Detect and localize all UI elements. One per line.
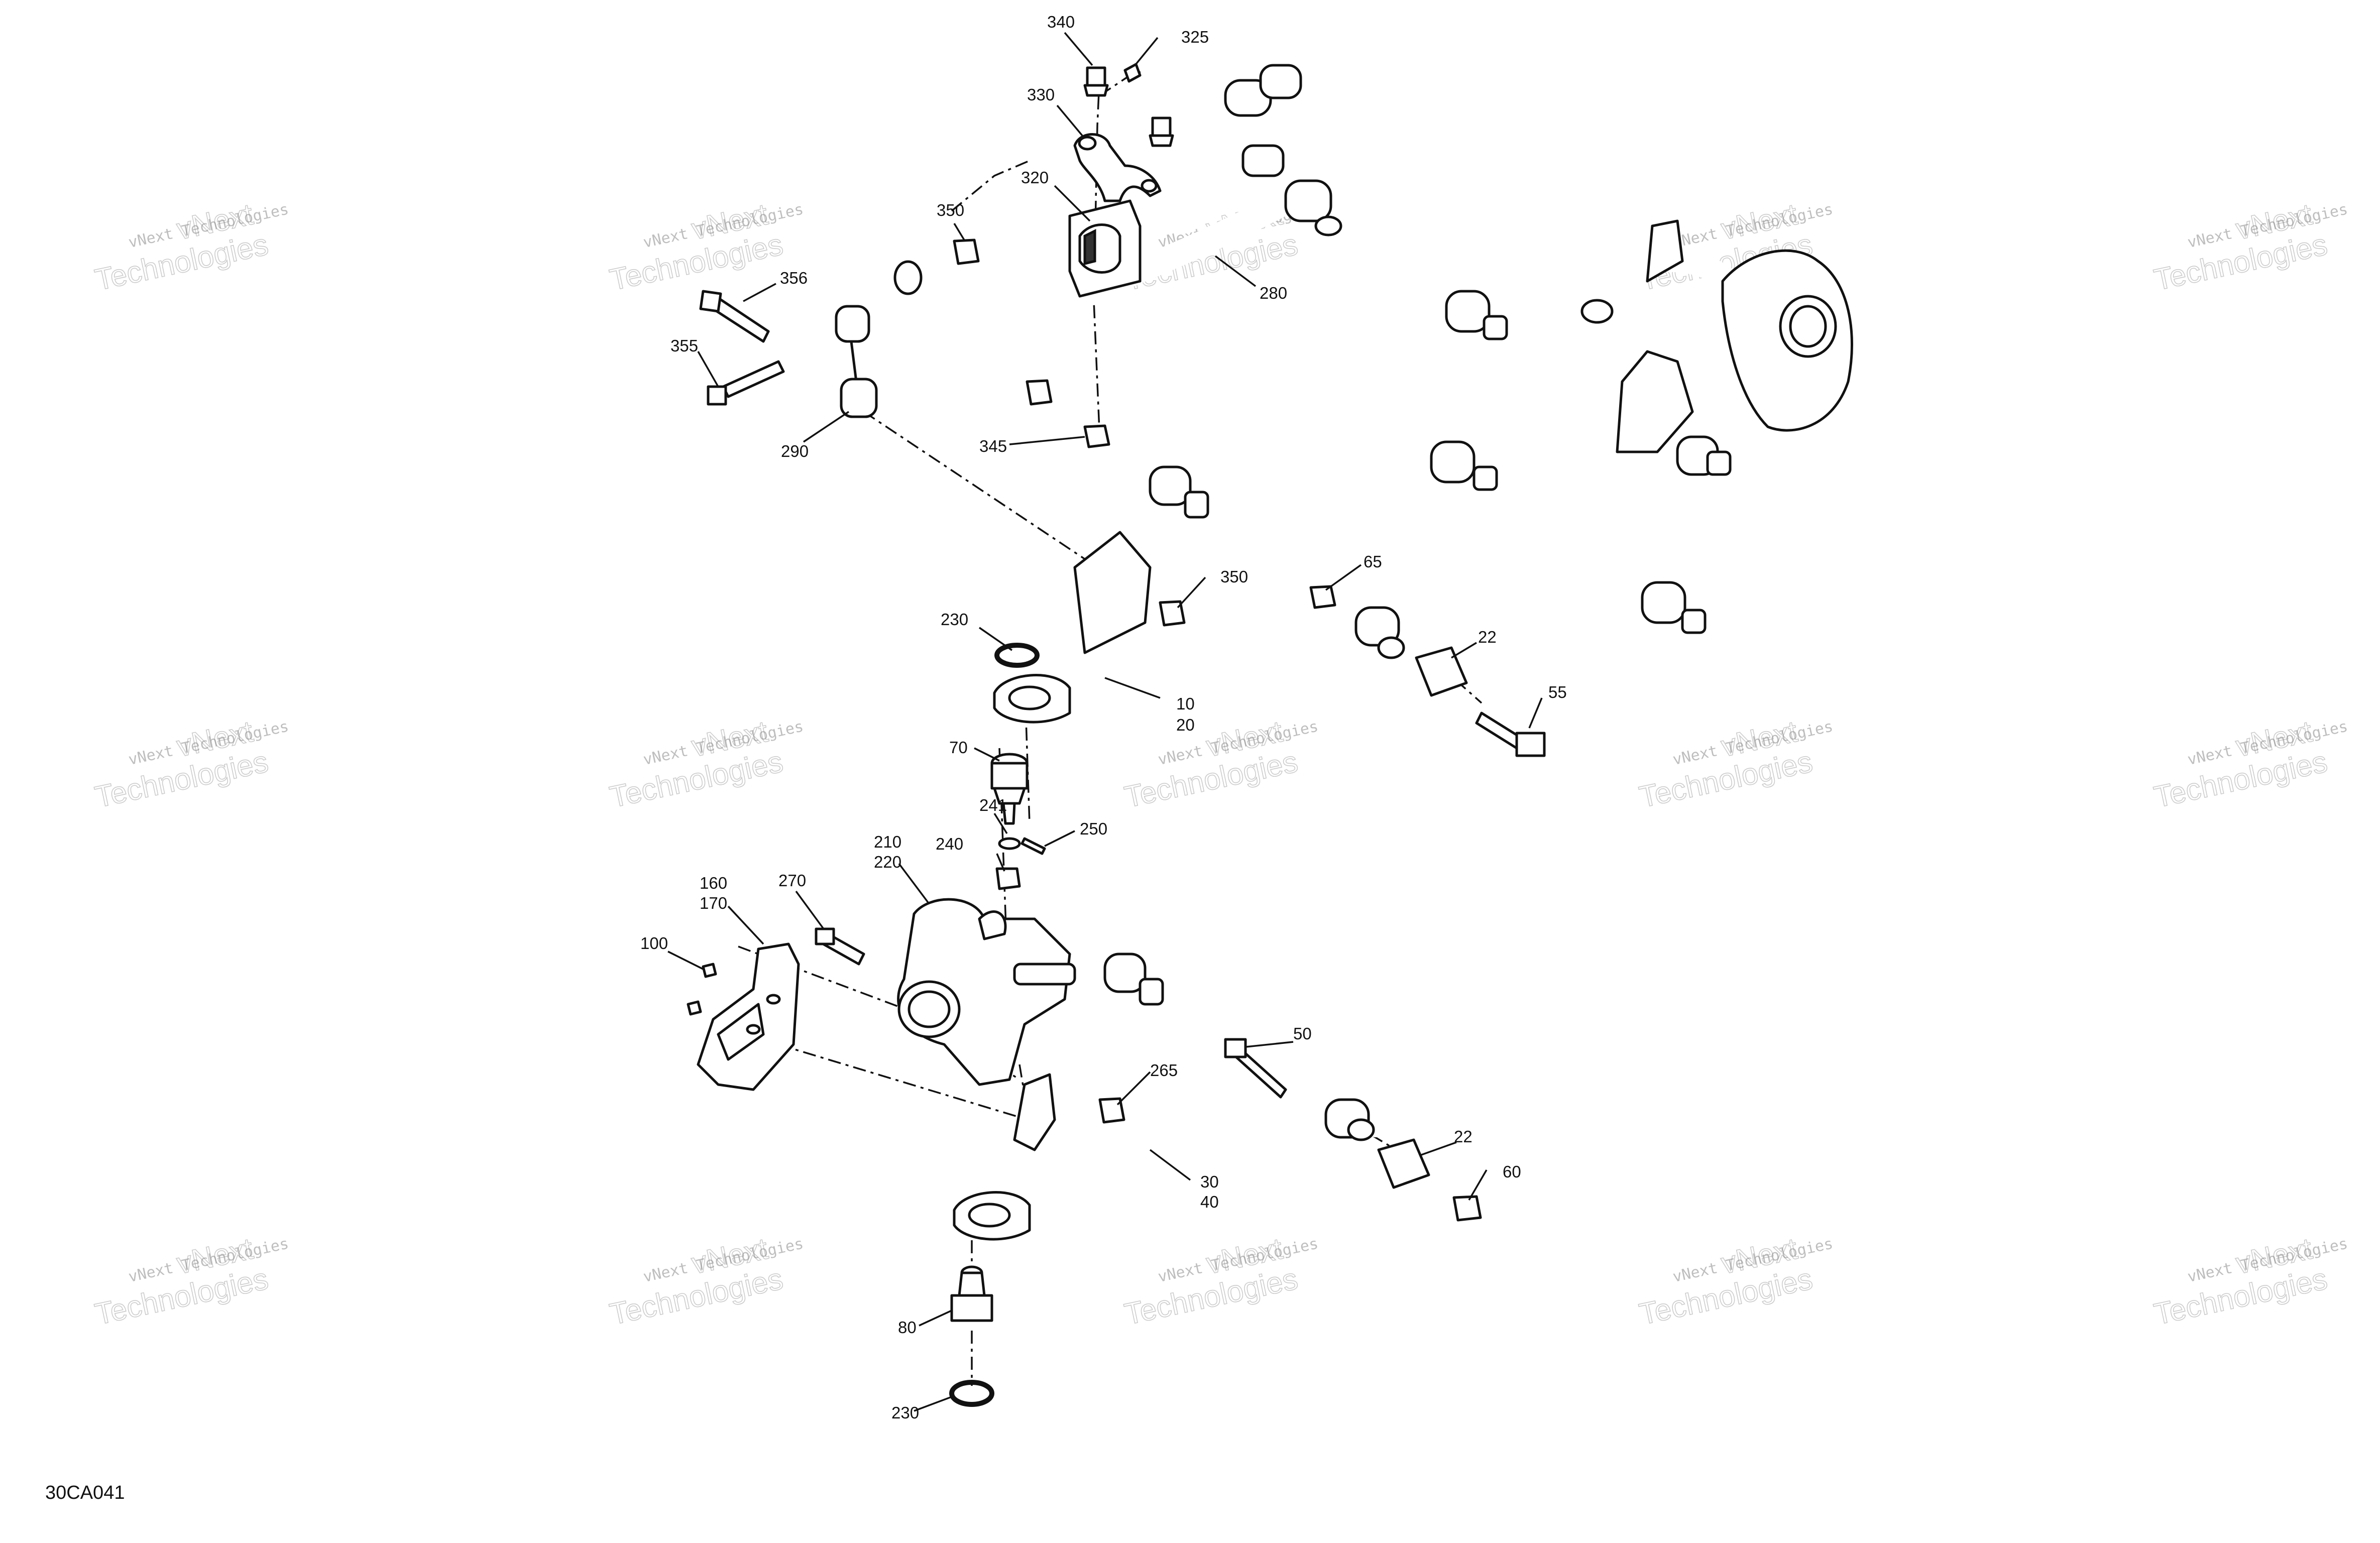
callout-22: 22 xyxy=(1478,628,1497,646)
callout-320: 320 xyxy=(1021,168,1049,187)
callout-10: 10 xyxy=(1176,694,1195,713)
callout-356: 356 xyxy=(780,269,808,287)
callout-labels: 340 325 330 320 350 356 355 290 280 345 … xyxy=(640,13,1567,1422)
upper-a-arm xyxy=(993,465,1405,724)
callout-100: 100 xyxy=(640,934,668,953)
callout-70: 70 xyxy=(949,738,968,757)
bolt-270 xyxy=(815,927,865,966)
nuts-upper-arm xyxy=(1159,585,1336,627)
lower-a-arm xyxy=(953,953,1389,1241)
callout-230b: 230 xyxy=(891,1403,919,1422)
assembled-suspension-view xyxy=(1430,219,1853,634)
bushing-320 xyxy=(1068,199,1142,298)
callout-280: 280 xyxy=(1260,284,1287,302)
callout-170: 170 xyxy=(700,894,727,912)
callout-270: 270 xyxy=(778,871,806,890)
bushing-bolt-upper xyxy=(1415,646,1546,757)
callout-355: 355 xyxy=(670,336,698,355)
diagram-reference-id: 30CA041 xyxy=(45,1482,125,1503)
leader-lines xyxy=(667,32,1543,1412)
callout-220: 220 xyxy=(874,853,901,871)
callout-240: 240 xyxy=(936,835,963,853)
callout-350b: 350 xyxy=(1220,567,1248,586)
callout-40: 40 xyxy=(1200,1193,1219,1211)
steering-knuckle xyxy=(897,898,1076,1086)
dust-deflector xyxy=(687,942,800,1091)
callout-350: 350 xyxy=(937,201,964,219)
callout-325: 325 xyxy=(1181,28,1209,46)
callout-250: 250 xyxy=(1080,819,1107,838)
upper-ball-joint xyxy=(990,753,1046,890)
sway-bar-link xyxy=(699,290,878,418)
callout-241: 241 xyxy=(979,796,1007,814)
callout-330: 330 xyxy=(1027,85,1055,104)
callout-22b: 22 xyxy=(1454,1127,1472,1146)
callout-210: 210 xyxy=(874,833,901,851)
callout-345: 345 xyxy=(979,437,1007,455)
circlip-upper xyxy=(994,643,1040,668)
callout-160: 160 xyxy=(700,874,727,892)
clamp-330 xyxy=(1073,133,1162,202)
callout-340: 340 xyxy=(1047,13,1075,31)
lower-ball-joint xyxy=(949,1265,994,1407)
callout-80: 80 xyxy=(898,1318,917,1337)
nuts-sway-bar xyxy=(953,239,1110,448)
clamp-bolts xyxy=(1083,63,1174,147)
callout-50: 50 xyxy=(1293,1024,1312,1043)
callout-290: 290 xyxy=(781,442,809,460)
callout-30: 30 xyxy=(1200,1172,1219,1191)
callout-230: 230 xyxy=(941,610,968,629)
lower-arm-hardware xyxy=(1098,1038,1482,1222)
callout-20: 20 xyxy=(1176,716,1195,734)
callout-265: 265 xyxy=(1150,1061,1178,1080)
callout-60: 60 xyxy=(1503,1162,1521,1181)
callout-55: 55 xyxy=(1548,683,1567,701)
callout-65: 65 xyxy=(1364,552,1382,571)
